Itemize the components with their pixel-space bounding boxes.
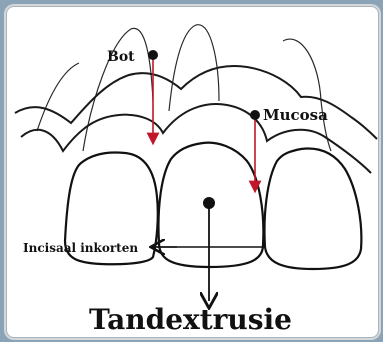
incisal-label: Incisaal inkorten: [23, 241, 138, 255]
right-root-outline: [283, 39, 331, 151]
diagram-card: Bot Mucosa Incisaal inkorten Tandextrusi…: [6, 6, 379, 338]
bone-contour: [15, 66, 377, 139]
left-root-outline: [83, 28, 153, 151]
middle-root-outline: [169, 25, 219, 111]
tooth-extrusion-diagram: Bot Mucosa Incisaal inkorten Tandextrusi…: [7, 7, 378, 337]
bone-label-dot: [148, 50, 158, 60]
bone-label: Bot: [107, 49, 135, 65]
diagram-title: Tandextrusie: [89, 303, 292, 336]
right-tooth-crown: [265, 149, 362, 269]
mucosa-label: Mucosa: [263, 106, 328, 124]
mucosa-label-dot: [250, 110, 260, 120]
